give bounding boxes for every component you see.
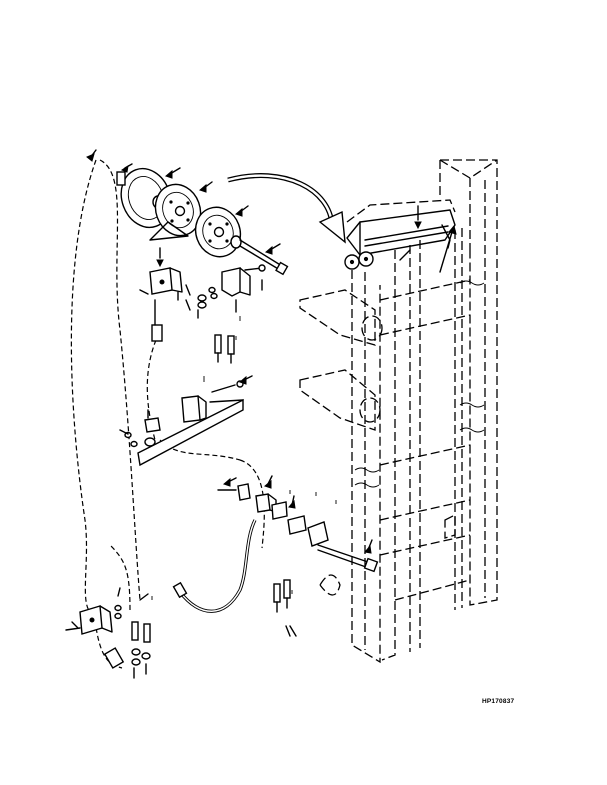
lower-fittings (65, 604, 151, 679)
hose-bracket (119, 380, 244, 467)
lower-clamps (217, 483, 379, 573)
upper-fittings (139, 264, 266, 364)
callout-ticks (151, 316, 337, 600)
callout-arrows (71, 149, 457, 637)
hose-routing (70, 159, 265, 669)
lower-hose (172, 519, 291, 613)
sheave-assembly (116, 167, 289, 276)
assembly-direction-arrow (227, 173, 346, 244)
mast-assembly (299, 159, 498, 664)
figure-id-label: HP170837 (482, 698, 515, 705)
